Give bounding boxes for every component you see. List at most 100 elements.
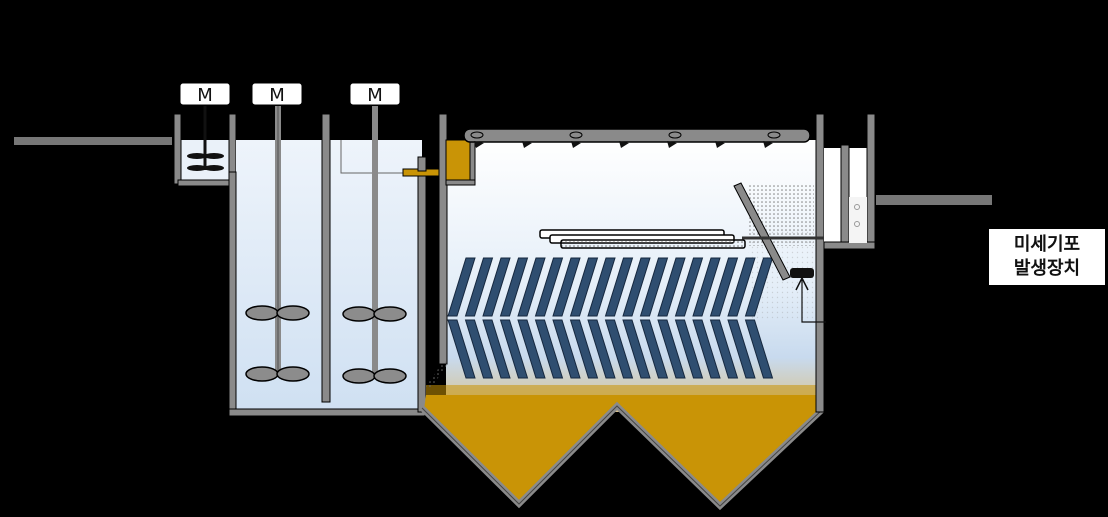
- sludge-hopper: [424, 395, 818, 506]
- diffuser-plates: [539, 229, 746, 249]
- microbubble-generator-label: 미세기포 발생장치: [988, 228, 1106, 286]
- chemical-line: [340, 140, 404, 174]
- settler-plate-upper-17: [727, 257, 756, 317]
- settler-plate-upper-10: [604, 257, 634, 317]
- flocculation-tank-wall-left: [228, 171, 237, 417]
- sludge-layer: [426, 385, 818, 410]
- outlet-chamber-wall: [866, 113, 876, 249]
- float-trough-wall: [469, 139, 476, 185]
- settler-plate-lower-8: [569, 319, 599, 379]
- flocculation-tank-floor: [228, 408, 426, 417]
- skimmer-blade-3: [571, 141, 581, 148]
- inlet-pipe: [14, 137, 172, 145]
- inlet-chamber-wall-right: [228, 113, 237, 173]
- motor-1: M: [179, 82, 231, 106]
- settler-plate-upper-7: [552, 257, 581, 317]
- settler-plate-upper-5: [517, 257, 546, 317]
- baffle-wall: [321, 113, 331, 403]
- settler-plate-upper-11: [622, 257, 651, 317]
- settler-plate-lower-18: [744, 319, 774, 379]
- nozzle-supply-line: [801, 278, 826, 323]
- settler-plate-upper-13: [657, 257, 686, 317]
- settler-plate-upper-18: [744, 257, 774, 317]
- skimmer-blade-7: [763, 141, 773, 148]
- outlet-water: [849, 197, 867, 243]
- impeller-1b: [204, 153, 224, 159]
- outlet-weir: [840, 144, 850, 246]
- motor-3-label: M: [367, 85, 383, 106]
- flocculation-tank-wall-right: [417, 157, 427, 413]
- float-trough: [445, 139, 473, 183]
- nozzle-arrow-icon: [795, 276, 809, 291]
- impeller-1c: [187, 165, 207, 171]
- settler-plate-lower-5: [517, 319, 546, 379]
- settler-plate-lower-17: [727, 319, 756, 379]
- transfer-flow: [425, 360, 449, 390]
- settler-plate-lower-16: [709, 319, 739, 379]
- skimmer-blades: [470, 131, 781, 148]
- motor-1-label: M: [197, 85, 213, 106]
- inclined-plate-settler: [447, 257, 774, 379]
- skimmer-roller-4: [767, 131, 781, 139]
- impeller-2d: [276, 366, 310, 382]
- settler-plate-upper-15: [692, 257, 721, 317]
- skimmer-blade-6: [715, 141, 725, 148]
- settler-plate-upper-14: [674, 257, 704, 317]
- settler-plate-upper-2: [464, 257, 494, 317]
- impeller-1d: [204, 165, 224, 171]
- settler-plate-lower-9: [587, 319, 616, 379]
- skimmer-blade-2: [522, 141, 532, 148]
- inclined-baffle: [733, 182, 791, 281]
- settler-plate-upper-3: [482, 257, 511, 317]
- impeller-3a: [342, 306, 376, 322]
- device-label-line2: 발생장치: [1013, 258, 1081, 279]
- impeller-3c: [342, 368, 376, 384]
- settler-plate-lower-2: [464, 319, 494, 379]
- skimmer-roller-3: [668, 131, 682, 139]
- dosing-pipe-riser: [417, 156, 427, 172]
- settler-plate-upper-4: [499, 257, 529, 317]
- microbubble-nozzle: [790, 268, 814, 278]
- settler-plate-lower-12: [639, 319, 669, 379]
- outlet-chamber-floor: [823, 241, 876, 250]
- device-label-line1: 미세기포: [1013, 234, 1081, 255]
- skimmer-blade-5: [667, 141, 677, 148]
- skimmer-roller-1: [470, 131, 484, 139]
- diffuser-plate-3: [560, 239, 746, 249]
- settler-plate-lower-3: [482, 319, 511, 379]
- settler-plate-upper-9: [587, 257, 616, 317]
- settler-plate-lower-15: [692, 319, 721, 379]
- settler-plate-lower-14: [674, 319, 704, 379]
- outlet-bubble-2: [854, 221, 860, 227]
- impeller-2c: [245, 366, 279, 382]
- settler-plate-lower-10: [604, 319, 634, 379]
- settler-plate-lower-13: [657, 319, 686, 379]
- motor-2-label: M: [269, 85, 285, 106]
- separation-wall-right: [815, 113, 825, 413]
- settler-plate-lower-7: [552, 319, 581, 379]
- skimmer-blade-4: [619, 141, 629, 148]
- skimmer-roller-2: [569, 131, 583, 139]
- settler-plate-lower-11: [622, 319, 651, 379]
- settler-plate-upper-16: [709, 257, 739, 317]
- settler-plate-upper-1: [447, 257, 476, 317]
- impeller-3d: [373, 368, 407, 384]
- impeller-2b: [276, 305, 310, 321]
- skimmer-chain: [463, 128, 811, 143]
- settler-plate-lower-4: [499, 319, 529, 379]
- settler-plate-upper-8: [569, 257, 599, 317]
- outlet-bubble-1: [854, 204, 860, 210]
- settler-plate-lower-1: [447, 319, 476, 379]
- impeller-3b: [373, 306, 407, 322]
- outlet-pipe: [876, 195, 992, 205]
- skimmer-blade-1: [474, 141, 484, 148]
- motor-3: M: [349, 82, 401, 106]
- impeller-2a: [245, 305, 279, 321]
- motor-2: M: [251, 82, 303, 106]
- float-trough-floor: [445, 179, 476, 186]
- settler-plate-lower-6: [534, 319, 564, 379]
- impeller-1a: [187, 153, 207, 159]
- settler-plate-upper-12: [639, 257, 669, 317]
- inlet-chamber-wall-left: [173, 113, 182, 185]
